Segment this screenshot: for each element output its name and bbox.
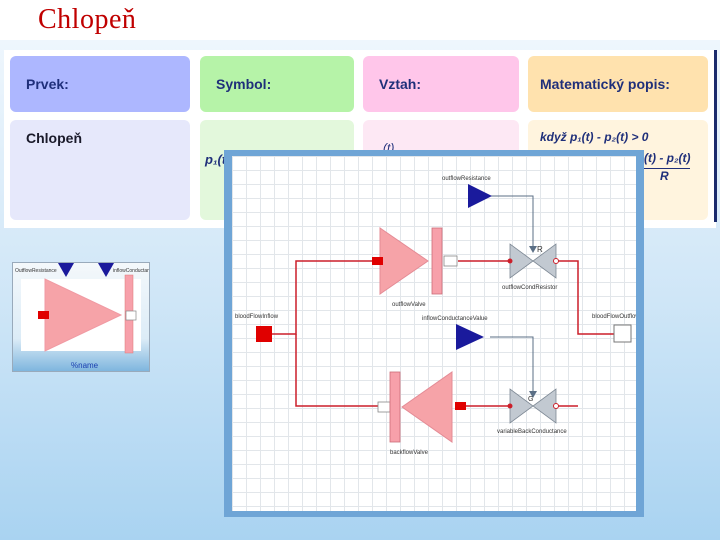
icon-right-label: inflowConductance <box>113 268 149 274</box>
header-vztah: Vztah: <box>363 56 519 112</box>
table-edge <box>714 50 717 222</box>
wire-inflow-lower <box>295 334 378 407</box>
fraction-line <box>644 168 690 169</box>
backflow-valve-plate <box>389 371 401 443</box>
header-symbol: Symbol: <box>200 56 354 112</box>
signal-resistance-line <box>490 195 534 248</box>
header-prvek: Prvek: <box>10 56 190 112</box>
math-condition: když p₁(t) - p₂(t) > 0 <box>540 130 649 144</box>
blood-flow-outflow-connector <box>613 324 632 343</box>
signal-arrowhead-top <box>529 246 537 253</box>
symbol-fragment: p₁(t <box>205 152 227 167</box>
label-variable-back-conductance: variableBackConductance <box>497 429 567 435</box>
conductance-valve-right <box>532 388 557 424</box>
math-denominator: R <box>660 169 669 183</box>
label-outflow-valve: outflowValve <box>392 302 426 308</box>
header-matematicky-popis: Matematický popis: <box>528 56 708 112</box>
icon-left-label: OutflowResistance <box>15 268 57 274</box>
valve-icon-preview: OutflowResistance inflowConductance %nam… <box>12 262 155 372</box>
label-inflow-conductance-value: inflowConductanceValue <box>422 316 488 322</box>
icon-input-arrow-right <box>98 263 114 277</box>
label-blood-flow-inflow: bloodFlowInflow <box>235 314 279 320</box>
icon-inflow-port <box>38 311 49 319</box>
wire-resistor-to-outflow <box>556 260 622 335</box>
conductance-port-b <box>553 403 559 409</box>
resistor-letter: R <box>537 245 543 254</box>
inflow-conductance-input-arrow <box>456 324 484 350</box>
conductance-port-a <box>507 403 513 409</box>
cell-prvek-value: Chlopeň <box>10 120 190 220</box>
icon-outflow-port <box>125 310 137 321</box>
label-blood-flow-outflow: bloodFlowOutflow <box>592 314 636 320</box>
conductance-valve-left <box>509 388 534 424</box>
outflow-valve-out-port <box>443 255 458 267</box>
conductance-letter: G <box>528 396 533 403</box>
label-backflow-valve: backflowValve <box>390 450 429 456</box>
valve-model-diagram: outflowResistance inflowConductanceValue… <box>235 176 640 456</box>
backflow-valve-out-port <box>455 402 466 410</box>
icon-input-arrow-left <box>58 263 74 277</box>
resistor-port-b <box>553 258 559 264</box>
icon-name-label: %name <box>71 361 99 370</box>
connection-wires <box>270 260 622 407</box>
outflow-valve-triangle <box>379 227 429 295</box>
diagram-canvas: outflowResistance inflowConductanceValue… <box>232 156 640 511</box>
signal-wires <box>490 195 534 393</box>
outflow-valve-plate <box>431 227 443 295</box>
backflow-valve-in-port <box>377 401 391 413</box>
backflow-valve-triangle <box>401 371 453 443</box>
math-numerator-fragment: (t) - p₂(t) <box>644 151 691 165</box>
signal-arrowhead-bottom <box>529 391 537 398</box>
outflow-valve-in-port <box>372 257 383 265</box>
signal-arrowheads <box>529 246 537 398</box>
diagram-window: outflowResistance inflowConductanceValue… <box>224 150 644 517</box>
valve-icon-svg: OutflowResistance inflowConductance %nam… <box>15 263 155 370</box>
resistor-valve-left <box>509 243 534 279</box>
wire-inflow-upper <box>270 260 372 335</box>
slide-title: Chlopeň <box>38 4 137 35</box>
resistor-port-a <box>507 258 513 264</box>
label-outflow-resistance: outflowResistance <box>442 176 491 182</box>
signal-conductance-line <box>490 336 534 393</box>
vztah-fragment: (t) <box>383 141 395 155</box>
label-outflow-cond-resistor: outflowCondResistor <box>502 285 557 291</box>
blood-flow-inflow-connector <box>256 326 272 342</box>
outflow-resistance-input-arrow <box>468 184 492 208</box>
